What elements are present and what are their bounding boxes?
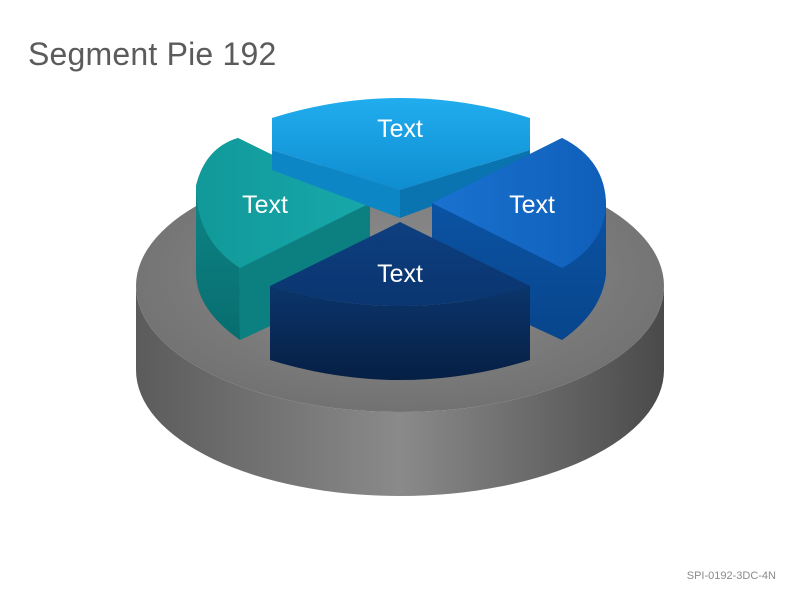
- segment-left-label: Text: [242, 191, 288, 219]
- segment-front: [270, 222, 530, 380]
- segment-front-label: Text: [377, 260, 423, 288]
- segment-top-label: Text: [377, 115, 423, 143]
- slide-code: SPI-0192-3DC-4N: [686, 570, 776, 582]
- segment-top: [272, 98, 530, 218]
- page-title: Segment Pie 192: [28, 36, 277, 72]
- segment-right-label: Text: [509, 191, 555, 219]
